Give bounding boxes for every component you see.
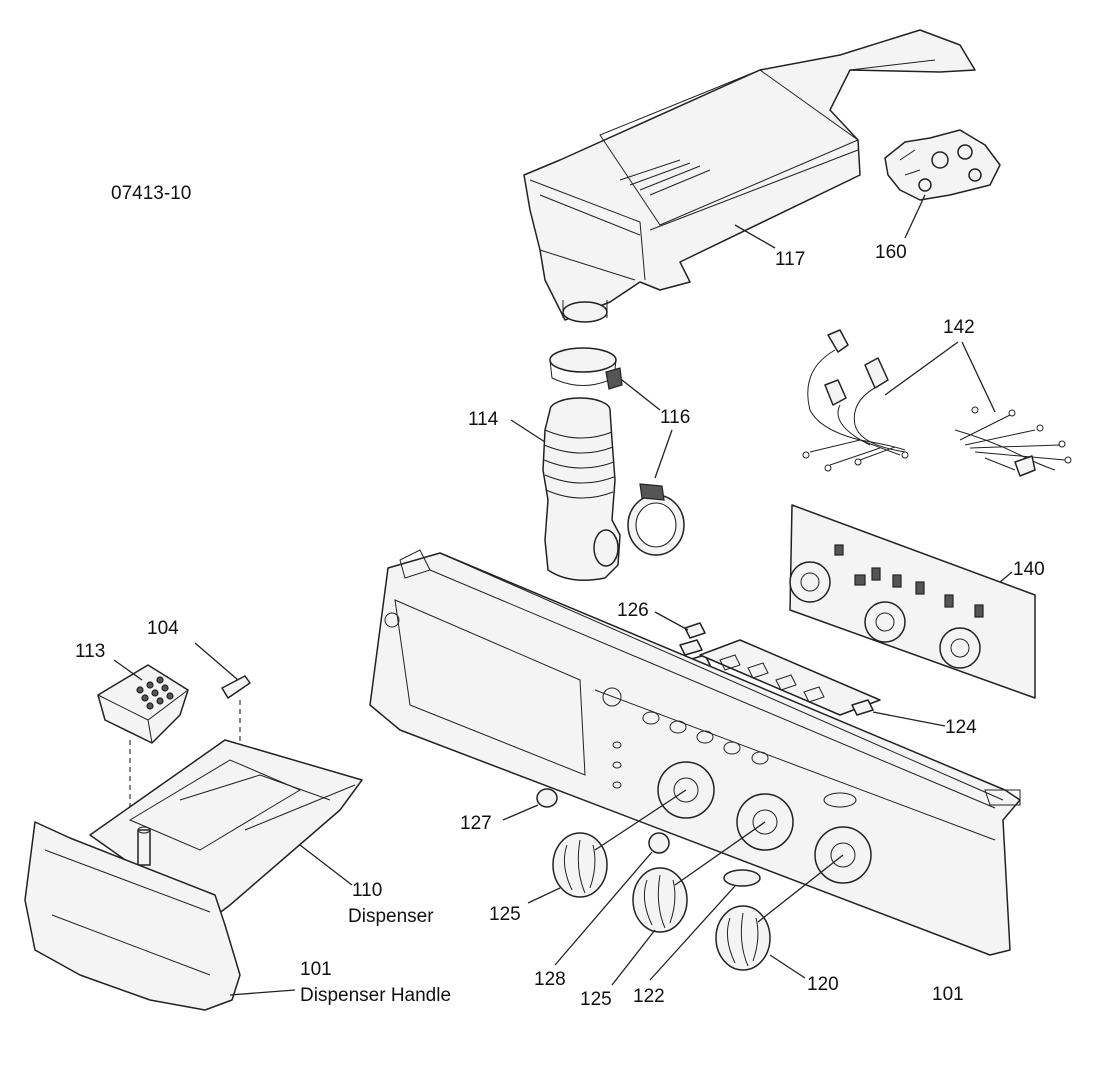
label-122: 122 [633,986,665,1007]
label-142: 142 [943,317,975,338]
label-125-b: 125 [580,989,612,1010]
board-knob-base-1 [789,561,831,603]
label-114: 114 [468,409,499,430]
label-104: 104 [147,618,179,639]
part-113-cap [97,664,189,744]
part-122 [723,869,761,887]
label-160: 160 [875,242,907,263]
drawing-number: 07413-10 [111,183,191,204]
label-110: 110 [352,880,382,901]
part-124-button-strip [699,639,881,716]
board-knob-base-2 [864,601,906,643]
part-140-control-board [789,504,1036,699]
label-110-name: Dispenser [348,906,434,927]
part-104-clip [221,675,251,699]
label-113: 113 [75,641,105,662]
panel-button-holes [612,711,769,789]
part-116-hose-clamp-lower [627,483,685,556]
label-124: 124 [945,717,977,738]
part-125-knob-b [632,867,688,933]
part-160-valve [884,129,1001,201]
cap-grid [136,676,174,710]
part-116-hose-clamp-upper [549,347,623,390]
label-117: 117 [775,249,805,270]
label-101-handle: 101 [300,959,332,980]
part-101-control-panel [369,549,1021,956]
part-127 [536,788,558,808]
label-140: 140 [1013,559,1045,580]
part-117-dispenser-housing [523,29,976,323]
label-101-handle-name: Dispenser Handle [300,985,451,1006]
label-128: 128 [534,969,566,990]
label-120: 120 [807,974,839,995]
part-128 [648,832,670,854]
part-101-dispenser-handle [24,821,241,1011]
label-125-a: 125 [489,904,521,925]
label-127: 127 [460,813,492,834]
part-120-knob [715,905,771,971]
part-142-wire-harness [802,329,1072,477]
board-knob-base-3 [939,627,981,669]
board-switches [834,544,984,618]
part-114-hose [542,397,621,581]
part-125-knob-a [552,832,608,898]
label-101: 101 [932,984,964,1005]
label-126: 126 [617,600,649,621]
label-116: 116 [660,407,690,428]
